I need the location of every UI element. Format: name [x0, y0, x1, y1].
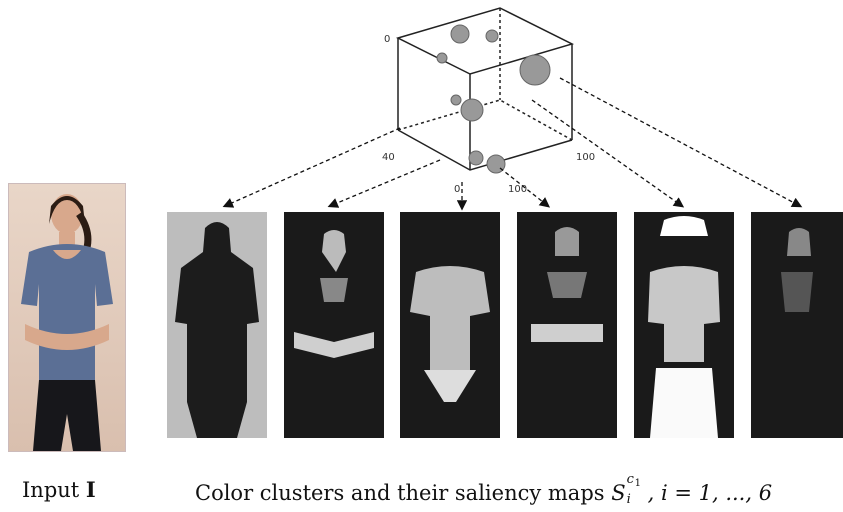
arrow-cluster-5 — [532, 100, 682, 206]
arrow-cluster-4 — [500, 168, 548, 206]
saliency-map-2 — [284, 212, 384, 438]
arrow-cluster-2 — [330, 160, 440, 206]
arrow-cluster-1 — [225, 128, 400, 206]
caption-input-prefix: Input — [22, 478, 86, 502]
caption-symbol-S: S — [611, 481, 625, 505]
saliency-map-4 — [517, 212, 617, 438]
caption-superscript-1: 1 — [635, 472, 641, 496]
saliency-map-1 — [167, 212, 267, 438]
saliency-map-5 — [634, 212, 734, 438]
caption-input-symbol: I — [86, 477, 96, 502]
caption-clusters: Color clusters and their saliency maps S… — [195, 476, 772, 505]
caption-range: , i = 1, ..., 6 — [648, 481, 772, 505]
arrow-cluster-6 — [560, 78, 800, 206]
caption-clusters-text: Color clusters and their saliency maps — [195, 481, 611, 505]
caption-input: Input I — [22, 478, 96, 502]
saliency-map-3 — [400, 212, 500, 438]
caption-subscript-i: i — [627, 488, 631, 512]
saliency-map-6 — [751, 212, 843, 438]
